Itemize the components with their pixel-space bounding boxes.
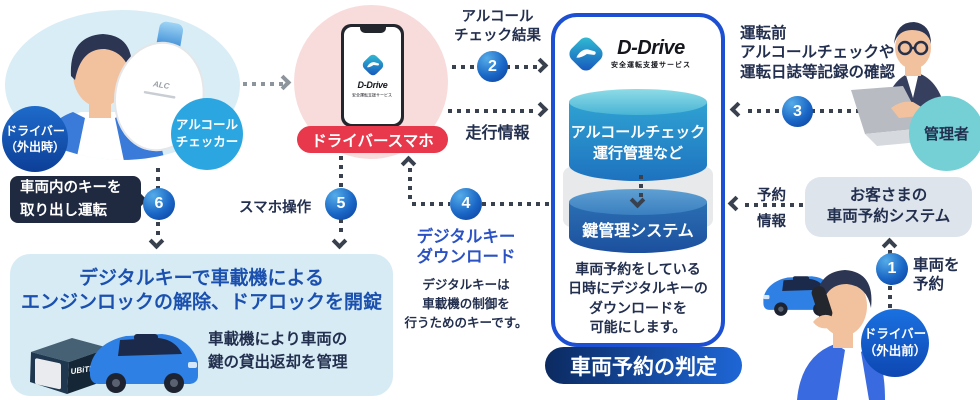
reservation-judgement-badge: 車両予約の判定 (545, 347, 742, 384)
step4-label: デジタルキー ダウンロード (416, 228, 516, 266)
step5-label: スマホ操作 (239, 200, 312, 216)
arrow-left-reservation-icon (727, 195, 744, 212)
driver-phone-badge: ドライバースマホ (297, 126, 448, 153)
step3-label: 運転前 アルコールチェックや 運転日誌等記録の確認 (740, 25, 896, 81)
dotted-line-step4-up (408, 168, 412, 204)
phone-app-tagline: 安全運転支援サービス (352, 93, 393, 99)
reservation-info-bottom: 情報 (757, 214, 786, 230)
smartphone-illustration: D-Drive 安全運転支援サービス (341, 24, 404, 127)
step1-label: 車両を 予約 (913, 257, 960, 294)
arrow-left-step3-icon (729, 101, 746, 118)
step6-number: 6 (143, 188, 175, 220)
card-description: 車両予約をしている 日時にデジタルキーの ダウンロードを 可能にします。 (568, 261, 708, 335)
driver-scene-bubble: ALC (5, 10, 240, 160)
panel-title: デジタルキーで車載機による エンジンロックの解除、ドアロックを開錠 (20, 268, 382, 313)
database-bottom-label: 鍵管理システム (582, 223, 694, 240)
svg-text:ALC: ALC (151, 79, 170, 91)
dotted-line-driving-info (448, 109, 536, 113)
manager-badge: 管理者 (909, 96, 980, 171)
dotted-line-reservation (745, 203, 803, 207)
dotted-line-db (639, 175, 643, 201)
step2-number: 2 (477, 51, 508, 82)
step6-label: 車両内のキーを 取り出し運転 (20, 180, 122, 219)
logo-name: D-Drive (617, 37, 685, 59)
d-drive-app-icon (362, 54, 383, 76)
alcohol-checker-badge: アルコール チェッカー (171, 98, 243, 170)
dotted-line-step3 (748, 109, 890, 113)
driving-info-label: 走行情報 (465, 125, 530, 142)
arrow-right-to-phone-icon (275, 74, 292, 91)
d-drive-logo-icon (569, 37, 603, 71)
phone-screen: D-Drive 安全運転支援サービス (344, 27, 401, 124)
arrow-down-step5-icon (331, 233, 348, 250)
dotted-line-step4-left (412, 202, 450, 206)
panel-note: 車載機により車両の 鍵の貸出返却を管理 (208, 331, 348, 372)
arrow-right-step2-icon (532, 57, 549, 74)
reservation-info-top: 予約 (757, 188, 786, 204)
customer-reservation-system-box: お客さまの 車両予約システム (805, 177, 972, 237)
step4-note: デジタルキーは 車載機の制御を 行うためのキーです。 (404, 278, 528, 330)
digital-key-panel: デジタルキーで車載機による エンジンロックの解除、ドアロックを開錠 車載機により… (10, 254, 393, 396)
step3-number: 3 (782, 96, 813, 127)
driver-out-badge: ドライバー （外出時） (2, 106, 68, 172)
phone-notch (359, 27, 386, 33)
phone-app-name: D-Drive (357, 80, 388, 90)
dotted-line-to-phone (243, 82, 283, 86)
arrow-down-step6-icon (148, 233, 165, 250)
step5-number: 5 (325, 188, 357, 220)
d-drive-system-card: D-Drive 安全運転支援サービス アルコールチェック 運行管理など 鍵管理シ… (551, 13, 725, 347)
step4-number: 4 (450, 188, 482, 220)
arrow-right-driving-info-icon (532, 101, 549, 118)
logo-tagline: 安全運転支援サービス (611, 62, 691, 69)
database-top-label: アルコールチェック 運行管理など (570, 124, 706, 162)
car-illustration-left (90, 334, 198, 393)
d-drive-logo: D-Drive 安全運転支援サービス (565, 33, 715, 75)
driver-before-badge: ドライバー （外出前） (861, 309, 929, 377)
alcohol-check-database: アルコールチェック 運行管理など (569, 89, 707, 181)
key-management-database: 鍵管理システム (569, 189, 707, 253)
step6-label-box: 車両内のキーを 取り出し運転 (10, 176, 148, 223)
step1-number: 1 (876, 253, 908, 285)
step2-label: アルコール チェック結果 (454, 9, 541, 44)
dotted-line-step4-right (482, 202, 551, 206)
arrow-up-step4-icon (400, 155, 417, 172)
